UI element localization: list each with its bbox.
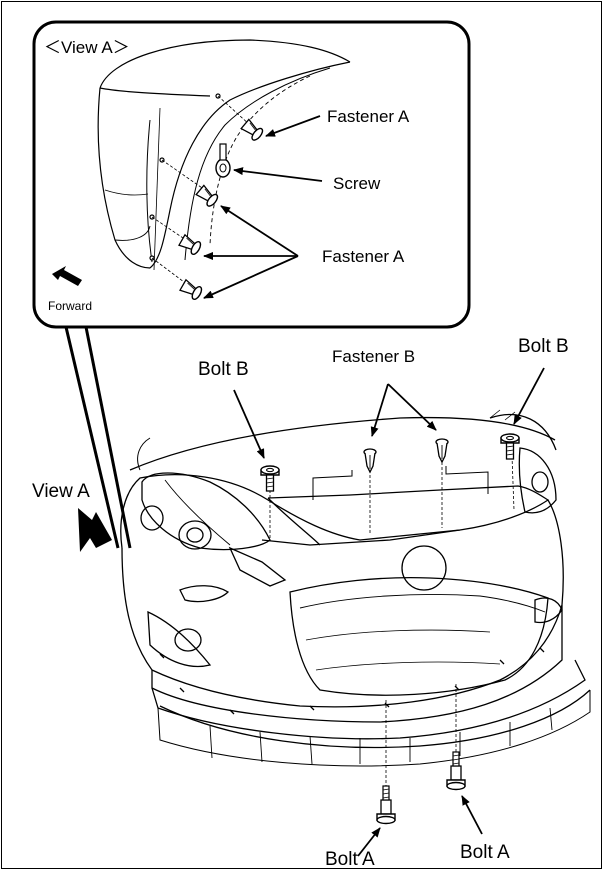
- bolt-a-right: [446, 751, 466, 791]
- label-fastener-a-group: Fastener A: [322, 247, 405, 266]
- label-bolt-a-left: Bolt A: [325, 849, 375, 870]
- arrow-bolt-a-left: [357, 827, 381, 857]
- forward-arrow-icon: [52, 266, 82, 286]
- bolt-b-left: [260, 465, 280, 492]
- fastener-b-left: [363, 448, 377, 473]
- arrow-fastener-a-1: [220, 205, 299, 257]
- label-bolt-b-left: Bolt B: [198, 359, 249, 380]
- inset-view-a-border: [32, 20, 471, 329]
- label-fastener-b: Fastener B: [332, 347, 415, 366]
- view-a-arrow-icon: [78, 508, 112, 552]
- arrow-fastener-a-top: [265, 115, 321, 137]
- callout-line-left: [64, 326, 120, 549]
- fastener-b-right: [435, 438, 449, 463]
- inset-title: ＜View A＞: [44, 38, 130, 57]
- arrow-fastener-b-right: [387, 383, 437, 431]
- arrow-fastener-b-left: [370, 383, 389, 437]
- label-fastener-a-top: Fastener A: [327, 107, 410, 126]
- label-forward: Forward: [48, 299, 92, 313]
- front-bumper-drawing: [120, 409, 591, 800]
- inset-screw: [215, 143, 231, 178]
- arrow-fastener-a-3: [203, 255, 299, 299]
- label-view-a: View A: [32, 481, 90, 502]
- bolt-b-right: [500, 433, 520, 460]
- label-bolt-b-right: Bolt B: [518, 336, 569, 357]
- arrow-bolt-a-right: [461, 795, 483, 835]
- arrow-bolt-b-right: [513, 367, 545, 425]
- label-bolt-a-right: Bolt A: [460, 842, 510, 863]
- arrow-screw: [233, 167, 323, 182]
- bolt-a-left: [376, 785, 396, 825]
- arrow-bolt-b-left: [233, 389, 265, 459]
- label-screw: Screw: [333, 174, 381, 193]
- inset-fender-drawing: [97, 39, 351, 286]
